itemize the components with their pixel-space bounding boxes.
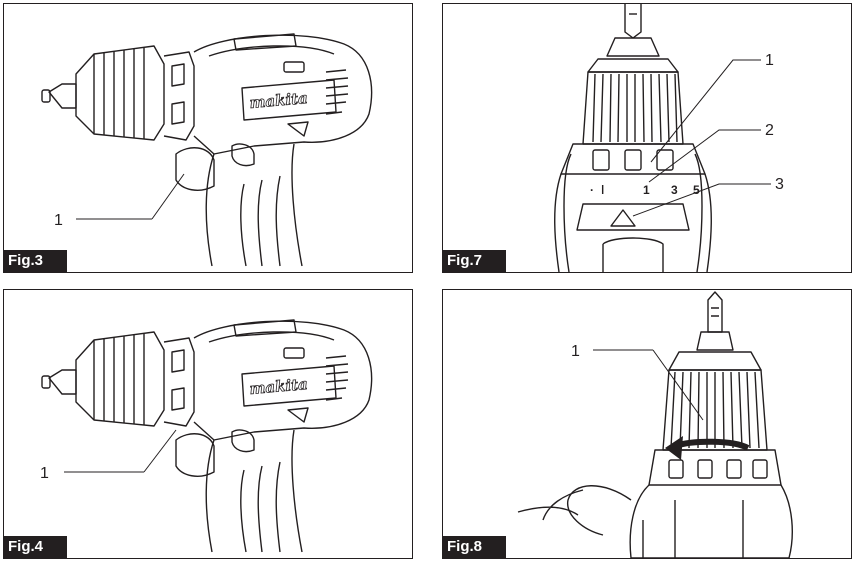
figure-label: Fig.3 [4,250,68,272]
callout-number: 1 [54,212,63,229]
callout-number: 1 [765,52,774,69]
makita-logo: makita [249,375,309,398]
drill-side-illustration: makita 1 [40,319,373,553]
scale-mark: 1 [643,183,650,197]
figure-label: Fig.4 [4,536,68,558]
callout-number: 2 [765,122,774,139]
scale-mark: 5 [693,183,700,197]
drill-side-illustration: makita 1 [41,33,373,267]
figure-panel-fig3: makita 1 Fig.3 [3,3,413,273]
figure-label: Fig.8 [443,536,507,558]
scale-mark: 3 [671,183,678,197]
figure-panel-fig8: 1 Fig.8 [442,289,852,559]
callout-number: 1 [571,343,580,360]
clutch-scale: · ǀ 1 3 5 [590,183,700,197]
makita-logo: makita [249,89,309,112]
callout-number: 1 [40,465,49,482]
rotate-arrow-icon [665,436,683,460]
chuck-rotate-illustration: 1 [517,291,793,558]
figure-panel-fig7: · ǀ 1 3 5 1 2 3 Fig.7 [442,3,852,273]
figure-label: Fig.7 [443,250,507,272]
callout-number: 3 [775,176,784,193]
chuck-top-illustration: · ǀ 1 3 5 1 2 3 [554,4,784,272]
svg-text:ǀ: ǀ [601,183,604,197]
figure-panel-fig4: makita 1 Fig.4 [3,289,413,559]
svg-text:·: · [590,183,594,197]
